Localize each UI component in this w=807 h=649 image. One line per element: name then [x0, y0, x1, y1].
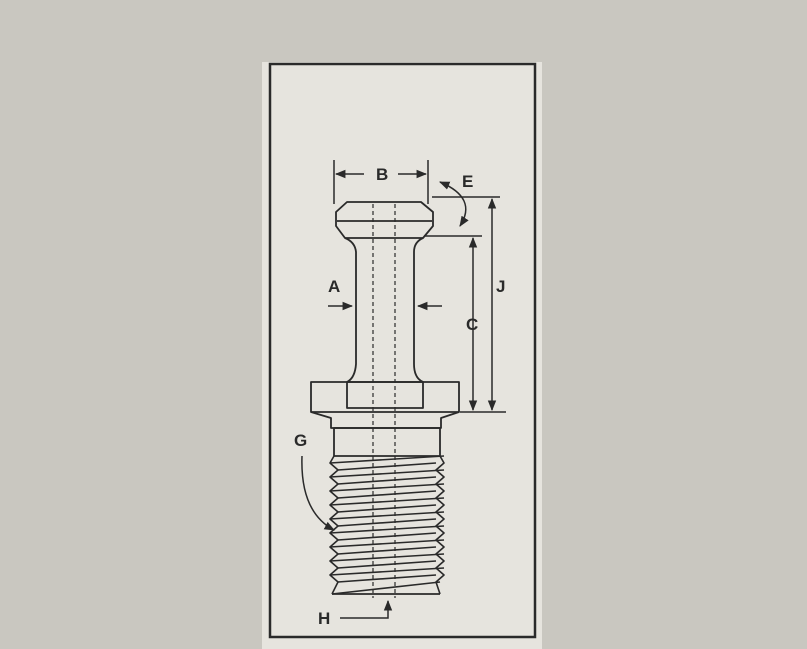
dim-h-arrow [340, 599, 393, 619]
paper-sheet [262, 62, 542, 649]
dim-g-arrow [301, 455, 335, 531]
stud-neck [344, 237, 357, 383]
stud-neck-right [413, 237, 424, 383]
dimensions [301, 160, 506, 619]
label-g: G [294, 431, 307, 450]
frame-border [268, 62, 537, 639]
label-h: H [318, 609, 330, 628]
dim-e-arc [439, 181, 469, 227]
label-b: B [376, 165, 388, 184]
center-bore [372, 204, 396, 598]
thread-body [333, 427, 441, 457]
label-e: E [462, 172, 473, 191]
thread-pitch [329, 455, 445, 595]
flange-inner [346, 381, 424, 409]
label-j: J [496, 277, 505, 296]
label-a: A [328, 277, 340, 296]
stud-outline [310, 201, 460, 595]
label-c: C [466, 315, 478, 334]
